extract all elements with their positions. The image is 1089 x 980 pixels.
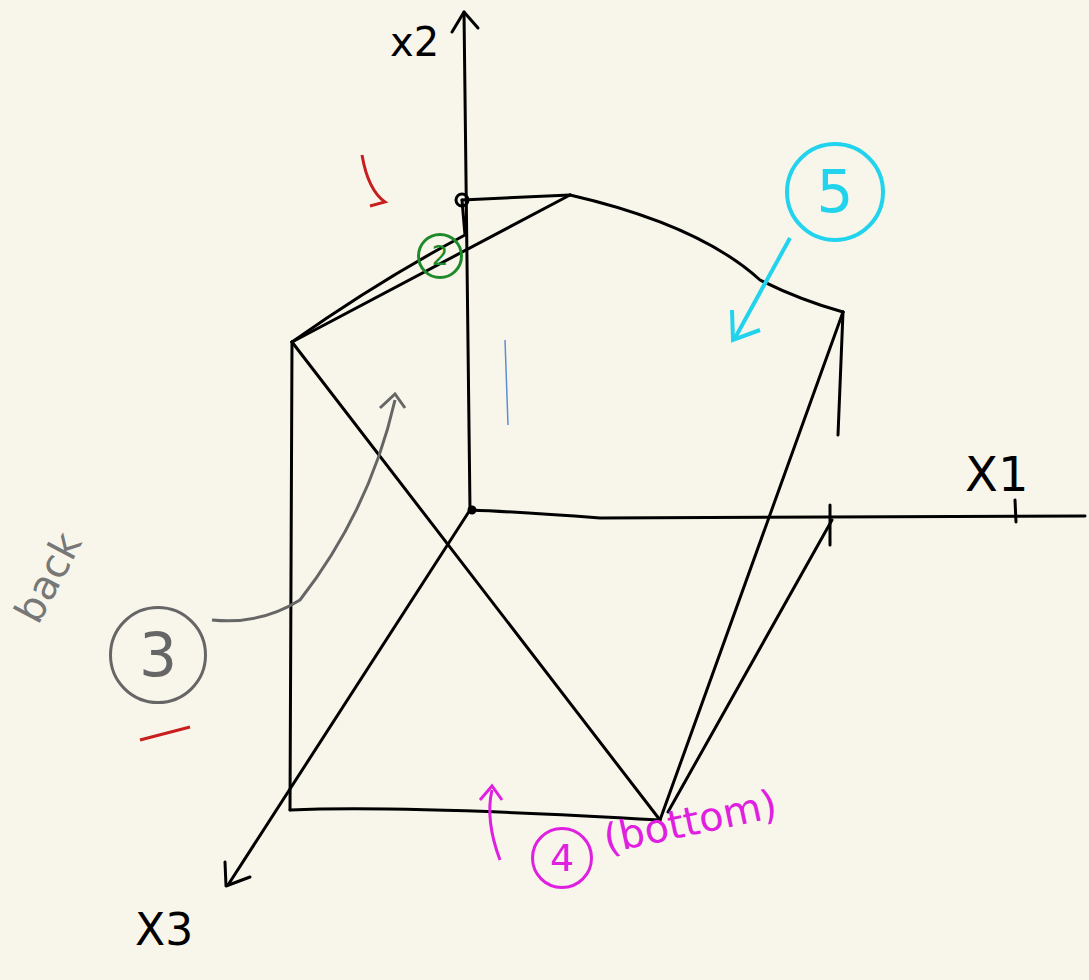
x3-arrowhead <box>225 862 250 886</box>
x3-axis <box>228 510 470 885</box>
curved-edge <box>570 195 843 312</box>
axis-label: X1 <box>965 450 1028 498</box>
leader-arrow <box>490 790 500 860</box>
origin-dot <box>469 507 475 513</box>
leader-head <box>380 394 405 408</box>
tick <box>829 505 832 545</box>
axis-label: x2 <box>390 22 439 62</box>
x1-tick <box>1015 500 1016 522</box>
edge <box>462 195 570 200</box>
callout-number: 5 <box>817 163 854 221</box>
edge <box>292 342 660 820</box>
x2-arrowhead <box>452 12 478 32</box>
red-mark <box>362 155 385 206</box>
callout-number: 4 <box>550 839 574 877</box>
callout-number: 3 <box>139 625 177 685</box>
callout-number: 2 <box>432 243 449 269</box>
callout-circle: 5 <box>785 142 885 242</box>
x1-axis <box>470 510 1085 518</box>
edge <box>838 312 843 435</box>
callout-circle: 2 <box>417 233 463 279</box>
leader-arrow <box>212 400 395 621</box>
leader-arrow <box>735 238 790 338</box>
edge <box>292 200 465 342</box>
leader-head <box>732 310 760 340</box>
edge <box>292 195 570 342</box>
callout-circle: 4 <box>531 827 593 889</box>
leader-head <box>480 786 502 800</box>
callout-circle: 3 <box>109 606 207 704</box>
red-mark <box>140 727 190 740</box>
prism-sketch <box>225 12 1085 886</box>
edge <box>660 312 843 820</box>
stray-mark <box>505 340 508 425</box>
vertex-dot <box>456 194 468 206</box>
x2-axis <box>464 12 470 510</box>
edge <box>290 342 292 810</box>
axis-label: X3 <box>135 908 193 952</box>
edge <box>668 520 832 812</box>
